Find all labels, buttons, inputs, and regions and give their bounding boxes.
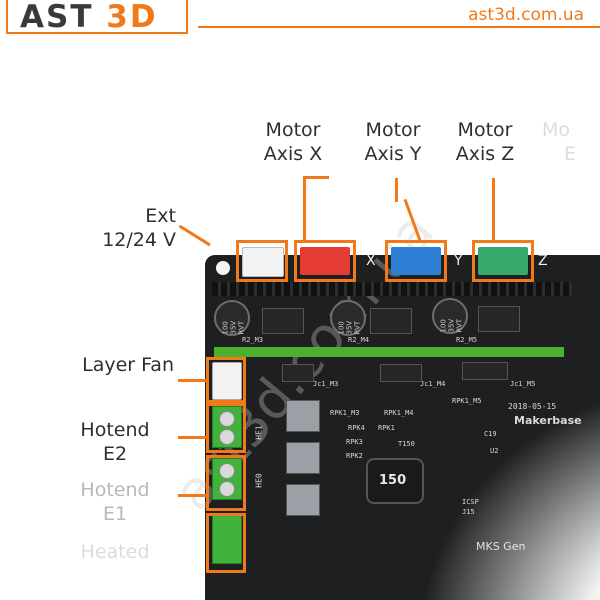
leader-hotend-e2 (178, 436, 208, 439)
callout-box-heated (206, 513, 246, 573)
label-motor-x-line1: Motor (265, 119, 321, 141)
leader-motor-x (303, 178, 306, 242)
label-hotend-e2-line2: E2 (102, 443, 128, 465)
silk-r2-m4: R2_M4 (348, 336, 370, 344)
logo[interactable]: AST 3D (6, 0, 188, 34)
cap3-label: 100 35V RVT (439, 318, 464, 333)
mosfet-chip-3 (478, 306, 520, 332)
cap2-label: 100 35V RVT (337, 320, 362, 335)
silk-y: Y (454, 253, 463, 269)
silk-rpk2: RPK2 (346, 452, 363, 460)
silk-model: MKS Gen (476, 540, 526, 553)
site-url-link[interactable]: ast3d.com.ua (468, 5, 584, 25)
driver-pin-headers (212, 282, 572, 296)
silk-rpk4: RPK4 (348, 424, 365, 432)
capacitor-3: 100 35V RVT (432, 298, 468, 334)
callout-box-hotend-e2 (206, 403, 246, 453)
silk-icsp: ICSP (462, 498, 479, 506)
label-ext-line1: Ext (145, 205, 176, 227)
label-ext-line2: 12/24 V (102, 229, 176, 251)
jumper-block-2 (380, 364, 422, 382)
leader-motor-z (492, 178, 495, 242)
callout-box-ext-power (236, 240, 288, 282)
label-layer-fan: Layer Fan (82, 354, 174, 376)
callout-box-motor-y (385, 240, 447, 282)
silk-u2: U2 (490, 447, 499, 455)
silk-rpk1: RPK1 (378, 424, 395, 432)
capacitor-1: 100 35V RVT (214, 300, 250, 336)
label-motor-z-line1: Motor (457, 119, 513, 141)
silk-jc1-m4: Jc1_M4 (420, 380, 446, 388)
mosfet-he1 (286, 400, 320, 432)
header-bar: AST 3D ast3d.com.ua (0, 0, 600, 34)
silk-rpk1-m4: RPK1_M4 (384, 409, 414, 417)
silk-he0: HE0 (254, 473, 264, 488)
green-pin-strip (214, 347, 564, 357)
label-hotend-e1-line1: Hotend (80, 479, 150, 501)
mounting-hole (216, 261, 230, 275)
silk-x: X (366, 253, 376, 269)
silk-jc1-m3: Jc1_M3 (313, 380, 339, 388)
silk-c19: C19 (484, 430, 497, 438)
silk-he1: HE1 (254, 425, 264, 440)
leader-motor-x-h (303, 176, 329, 179)
silk-t150: T150 (398, 440, 415, 448)
capacitor-2: 100 35V RVT (330, 300, 366, 336)
logo-text: AST 3D (20, 0, 158, 34)
jumper-block-3 (462, 362, 508, 380)
silk-rpk1-m5: RPK1_M5 (452, 397, 482, 405)
logo-prefix: AST (20, 0, 94, 35)
label-motor-y-line2: Axis Y (364, 143, 422, 165)
leader-layer-fan (178, 379, 208, 382)
silk-brand: Makerbase (514, 414, 582, 427)
silk-r2-m3: R2_M3 (242, 336, 264, 344)
silk-rpk1-m3: RPK1_M3 (330, 409, 360, 417)
silk-z: Z (538, 253, 548, 269)
cap1-label: 100 35V RVT (221, 320, 246, 335)
leader-motor-y (395, 178, 398, 202)
mosfet-chip-2 (370, 308, 412, 334)
callout-box-motor-z (472, 240, 534, 282)
header-divider (198, 26, 600, 28)
silk-date: 2018-05-15 (508, 402, 557, 411)
silk-jc1-m5: Jc1_M5 (510, 380, 536, 388)
label-motor-y-line1: Motor (365, 119, 421, 141)
silk-j15: J15 (462, 508, 475, 516)
label-heated-partial: Heated (80, 541, 150, 563)
callout-box-motor-x (294, 240, 356, 282)
label-hotend-e1-line2: E1 (102, 503, 128, 525)
label-motor-e-line2: E (564, 143, 577, 165)
label-motor-e-line1: Mo (542, 119, 571, 141)
callout-box-hotend-e1 (206, 455, 246, 511)
leader-ext-power (178, 224, 211, 247)
mosfet-chip-1 (262, 308, 304, 334)
leader-hotend-e1 (178, 494, 208, 497)
jumper-block-1 (282, 364, 314, 382)
label-motor-x-line2: Axis X (263, 143, 323, 165)
logo-suffix: 3D (106, 0, 158, 35)
mosfet-bed (286, 484, 320, 516)
silk-r2-m5: R2_M5 (456, 336, 478, 344)
silk-rpk3: RPK3 (346, 438, 363, 446)
label-hotend-e2-line1: Hotend (80, 419, 150, 441)
label-motor-z-line2: Axis Z (455, 143, 515, 165)
inductor-label: 150 (379, 473, 407, 488)
callout-box-layer-fan (206, 357, 246, 403)
mosfet-he0 (286, 442, 320, 474)
